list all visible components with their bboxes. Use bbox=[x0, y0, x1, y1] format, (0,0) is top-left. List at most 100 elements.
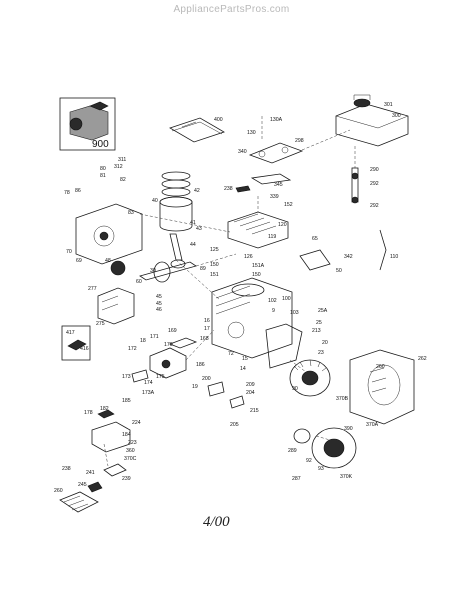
engine-inset-tank bbox=[89, 101, 109, 111]
callout-78: 78 bbox=[64, 190, 70, 196]
callout-45-a: 45 bbox=[156, 294, 162, 300]
carb-throat bbox=[161, 359, 171, 369]
callout-89: 89 bbox=[200, 266, 206, 272]
callout-30: 30 bbox=[150, 268, 156, 274]
gasket-169 bbox=[168, 337, 198, 349]
ring-1 bbox=[161, 171, 191, 181]
air-cleaner-ribs bbox=[101, 295, 119, 311]
callout-168: 168 bbox=[200, 336, 209, 342]
callout-9: 9 bbox=[272, 308, 275, 314]
ring-3 bbox=[161, 187, 191, 197]
owners-manual-part bbox=[169, 117, 225, 143]
engine-inset bbox=[59, 97, 116, 151]
callout-43: 43 bbox=[196, 226, 202, 232]
callout-44: 44 bbox=[190, 242, 196, 248]
callout-17: 17 bbox=[204, 326, 210, 332]
callout-204: 204 bbox=[246, 390, 255, 396]
callout-173: 173 bbox=[122, 374, 131, 380]
air-cleaner-body bbox=[97, 287, 135, 325]
callout-345: 345 bbox=[274, 182, 283, 188]
callout-50: 50 bbox=[336, 268, 342, 274]
blower-housing bbox=[349, 349, 415, 425]
callout-287: 287 bbox=[292, 476, 301, 482]
block-body bbox=[211, 277, 293, 359]
callout-152: 152 bbox=[284, 202, 293, 208]
bracket-guide bbox=[301, 129, 351, 151]
callout-301: 301 bbox=[384, 102, 393, 108]
callout-292-b: 292 bbox=[370, 203, 379, 209]
callout-223: 223 bbox=[128, 440, 137, 446]
callout-151A: 151A bbox=[252, 263, 265, 269]
callout-25A-a: 25A bbox=[318, 308, 328, 314]
crankcase-cover-part bbox=[75, 203, 143, 265]
pump-fitting bbox=[97, 409, 115, 419]
head-fins bbox=[233, 213, 277, 235]
callout-370C: 370C bbox=[124, 456, 137, 462]
callout-311: 311 bbox=[118, 157, 126, 163]
block-bearing bbox=[227, 321, 245, 339]
callout-90: 90 bbox=[292, 386, 298, 392]
guide-block-flywheel bbox=[289, 359, 307, 373]
callout-200: 200 bbox=[202, 376, 211, 382]
filter-body bbox=[59, 491, 99, 513]
callout-277: 277 bbox=[88, 286, 97, 292]
callout-370A: 370A bbox=[366, 422, 379, 428]
callout-300: 300 bbox=[392, 113, 401, 119]
callout-110: 110 bbox=[390, 254, 398, 260]
callout-205: 205 bbox=[230, 422, 239, 428]
callout-48: 48 bbox=[105, 258, 111, 264]
fuel-line-clamp-upper bbox=[351, 172, 359, 180]
callout-65: 65 bbox=[312, 236, 318, 242]
callout-400: 400 bbox=[214, 117, 223, 123]
callout-103: 103 bbox=[290, 310, 299, 316]
site-watermark: AppliancePartsPros.com bbox=[173, 4, 290, 15]
callout-417: 417 bbox=[66, 330, 75, 336]
fuel-line-part bbox=[351, 146, 359, 204]
carb-bowl bbox=[131, 369, 149, 383]
callout-360: 360 bbox=[126, 448, 135, 454]
flywheel-part bbox=[289, 359, 331, 397]
flywheel-fins bbox=[293, 359, 327, 372]
tank-bracket-part bbox=[248, 116, 351, 185]
callout-151: 151 bbox=[210, 272, 219, 278]
muffler-shield-part bbox=[299, 249, 331, 271]
callout-46: 46 bbox=[156, 307, 162, 313]
fuel-cap bbox=[353, 98, 371, 108]
timing-gear bbox=[110, 260, 126, 276]
callout-120: 120 bbox=[278, 222, 287, 228]
filter-clamp bbox=[87, 481, 103, 493]
callout-69: 69 bbox=[76, 258, 82, 264]
callout-18: 18 bbox=[140, 338, 146, 344]
callout-16: 16 bbox=[204, 318, 210, 324]
blower-grille bbox=[369, 367, 387, 393]
callout-19: 19 bbox=[192, 384, 198, 390]
recoil-housing bbox=[311, 427, 357, 469]
callout-312: 312 bbox=[114, 164, 123, 170]
cover-seal bbox=[99, 231, 109, 241]
fuel-filter-part bbox=[59, 481, 103, 513]
callout-340: 340 bbox=[238, 149, 247, 155]
piston-part bbox=[159, 171, 193, 269]
callout-70: 70 bbox=[66, 249, 72, 255]
cover-body bbox=[75, 203, 143, 265]
callout-289: 289 bbox=[288, 448, 297, 454]
callout-174: 174 bbox=[144, 380, 153, 386]
callout-178: 178 bbox=[84, 410, 93, 416]
spark-plug-part bbox=[235, 185, 251, 193]
revision-date: 4/00 bbox=[203, 514, 230, 530]
callout-342: 342 bbox=[344, 254, 353, 260]
callout-298: 298 bbox=[295, 138, 304, 144]
cylinder-bore bbox=[231, 283, 265, 297]
callout-81: 81 bbox=[100, 173, 106, 179]
callout-900: 900 bbox=[92, 139, 109, 150]
callout-245: 245 bbox=[78, 482, 87, 488]
callout-185: 185 bbox=[122, 398, 131, 404]
fuel-pump-body bbox=[91, 421, 131, 453]
callout-238: 238 bbox=[224, 186, 233, 192]
fuel-tank-part bbox=[335, 94, 409, 147]
cover-bearing bbox=[93, 225, 115, 247]
callout-238-b: 238 bbox=[62, 466, 71, 472]
recoil-starter-part bbox=[293, 427, 357, 469]
